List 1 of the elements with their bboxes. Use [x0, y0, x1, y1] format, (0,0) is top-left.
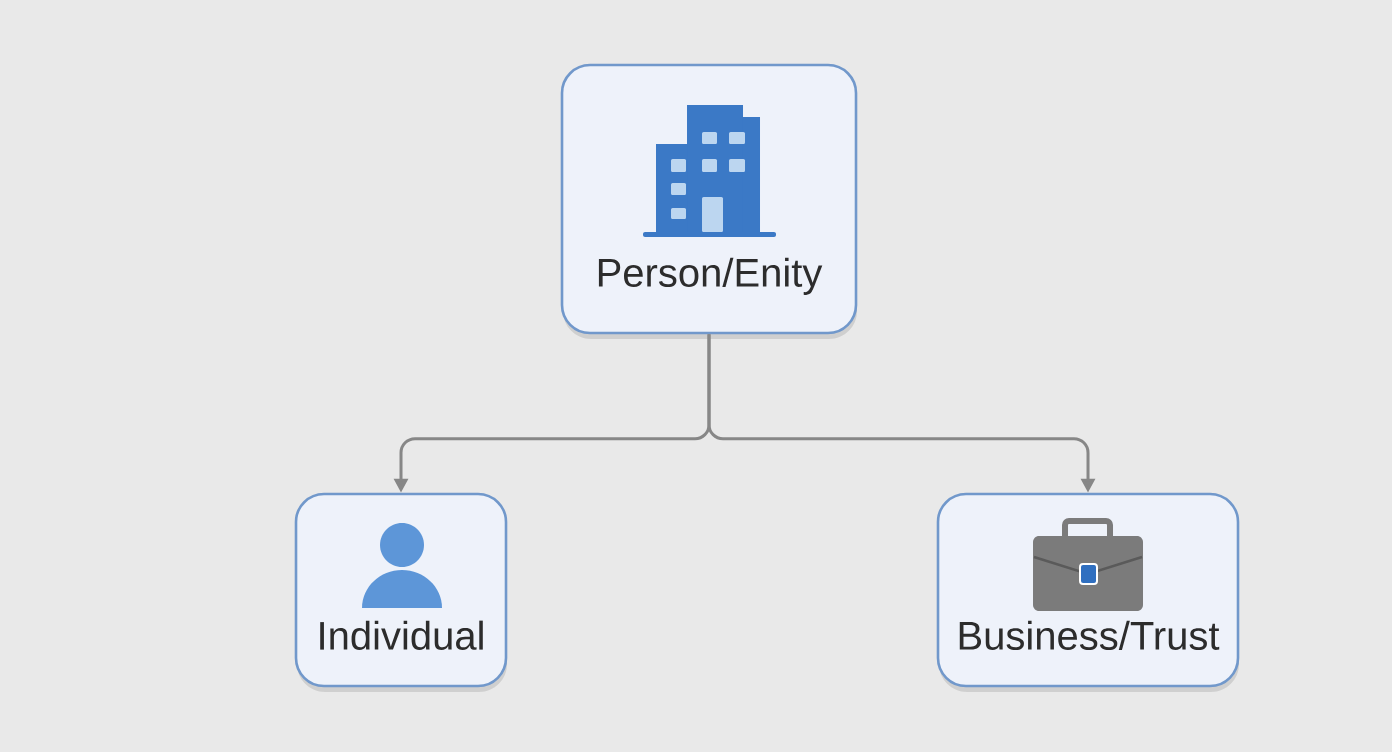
rounded-box: Individual — [294, 492, 508, 692]
